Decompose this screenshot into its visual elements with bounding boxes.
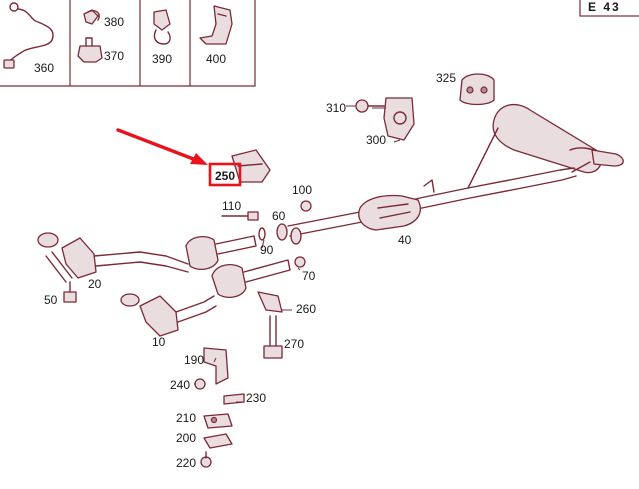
rubber-hanger-325-part	[459, 73, 495, 106]
bracket-400-part	[199, 5, 233, 45]
bolt-310-part	[355, 99, 385, 113]
nut-70-part	[294, 256, 306, 268]
label-400: 400	[206, 52, 226, 66]
bracket-300-part	[383, 97, 415, 141]
label-380: 380	[104, 15, 124, 29]
annotation-arrow	[116, 128, 208, 165]
clamp-ring-60-part	[276, 223, 302, 245]
clamp-250-part	[231, 149, 271, 183]
label-40: 40	[398, 233, 412, 247]
page-code-box: E 43	[579, 0, 639, 17]
parts-inset-grid	[0, 0, 256, 87]
bracket-370-part	[77, 37, 103, 63]
clamp-390-part	[153, 9, 171, 45]
label-100: 100	[292, 183, 312, 197]
bracket-210-part	[203, 413, 233, 429]
label-325: 325	[436, 71, 456, 85]
label-390: 390	[152, 52, 172, 66]
clamp-380-part	[83, 9, 100, 25]
oxygen-sensor-part	[3, 2, 54, 69]
label-300: 300	[366, 133, 386, 147]
bolt-270-part	[263, 315, 283, 359]
front-pipe-20-part	[37, 232, 257, 279]
highlight-box	[208, 162, 242, 187]
label-370: 370	[104, 49, 124, 63]
intermediate-pipe-40-part	[287, 127, 577, 237]
label-230: 230	[246, 391, 266, 405]
label-360: 360	[34, 61, 54, 75]
nut-100-part	[300, 200, 312, 212]
label-310: 310	[326, 101, 346, 115]
washer-90-part	[258, 227, 266, 241]
label-70: 70	[302, 269, 316, 283]
label-10: 10	[152, 335, 166, 349]
bolt-50-part	[45, 251, 77, 303]
bracket-200-part	[203, 433, 233, 449]
label-240: 240	[170, 378, 190, 392]
label-20: 20	[88, 277, 102, 291]
leader-lines	[194, 105, 401, 403]
page-code: E 43	[588, 0, 621, 14]
bracket-190-part	[203, 347, 229, 385]
label-270: 270	[284, 337, 304, 351]
label-220: 220	[176, 456, 196, 470]
rear-muffler-part	[492, 103, 624, 174]
front-pipe-10-part	[120, 259, 291, 337]
label-60: 60	[272, 209, 286, 223]
label-210: 210	[176, 411, 196, 425]
label-260: 260	[296, 302, 316, 316]
label-250-highlighted: 250	[215, 169, 235, 183]
label-90: 90	[260, 243, 274, 257]
bracket-260-part	[257, 291, 283, 313]
nut-240-part	[194, 378, 206, 390]
label-190: 190	[184, 353, 204, 367]
label-200: 200	[176, 431, 196, 445]
label-50: 50	[44, 293, 58, 307]
part-labels: 325 310 300 100 110 60 90 40 50 20 70 26…	[44, 71, 456, 470]
label-110: 110	[222, 199, 241, 213]
inset-labels: 360 380 370 390 400	[34, 15, 226, 75]
bolt-220-part	[200, 451, 212, 468]
